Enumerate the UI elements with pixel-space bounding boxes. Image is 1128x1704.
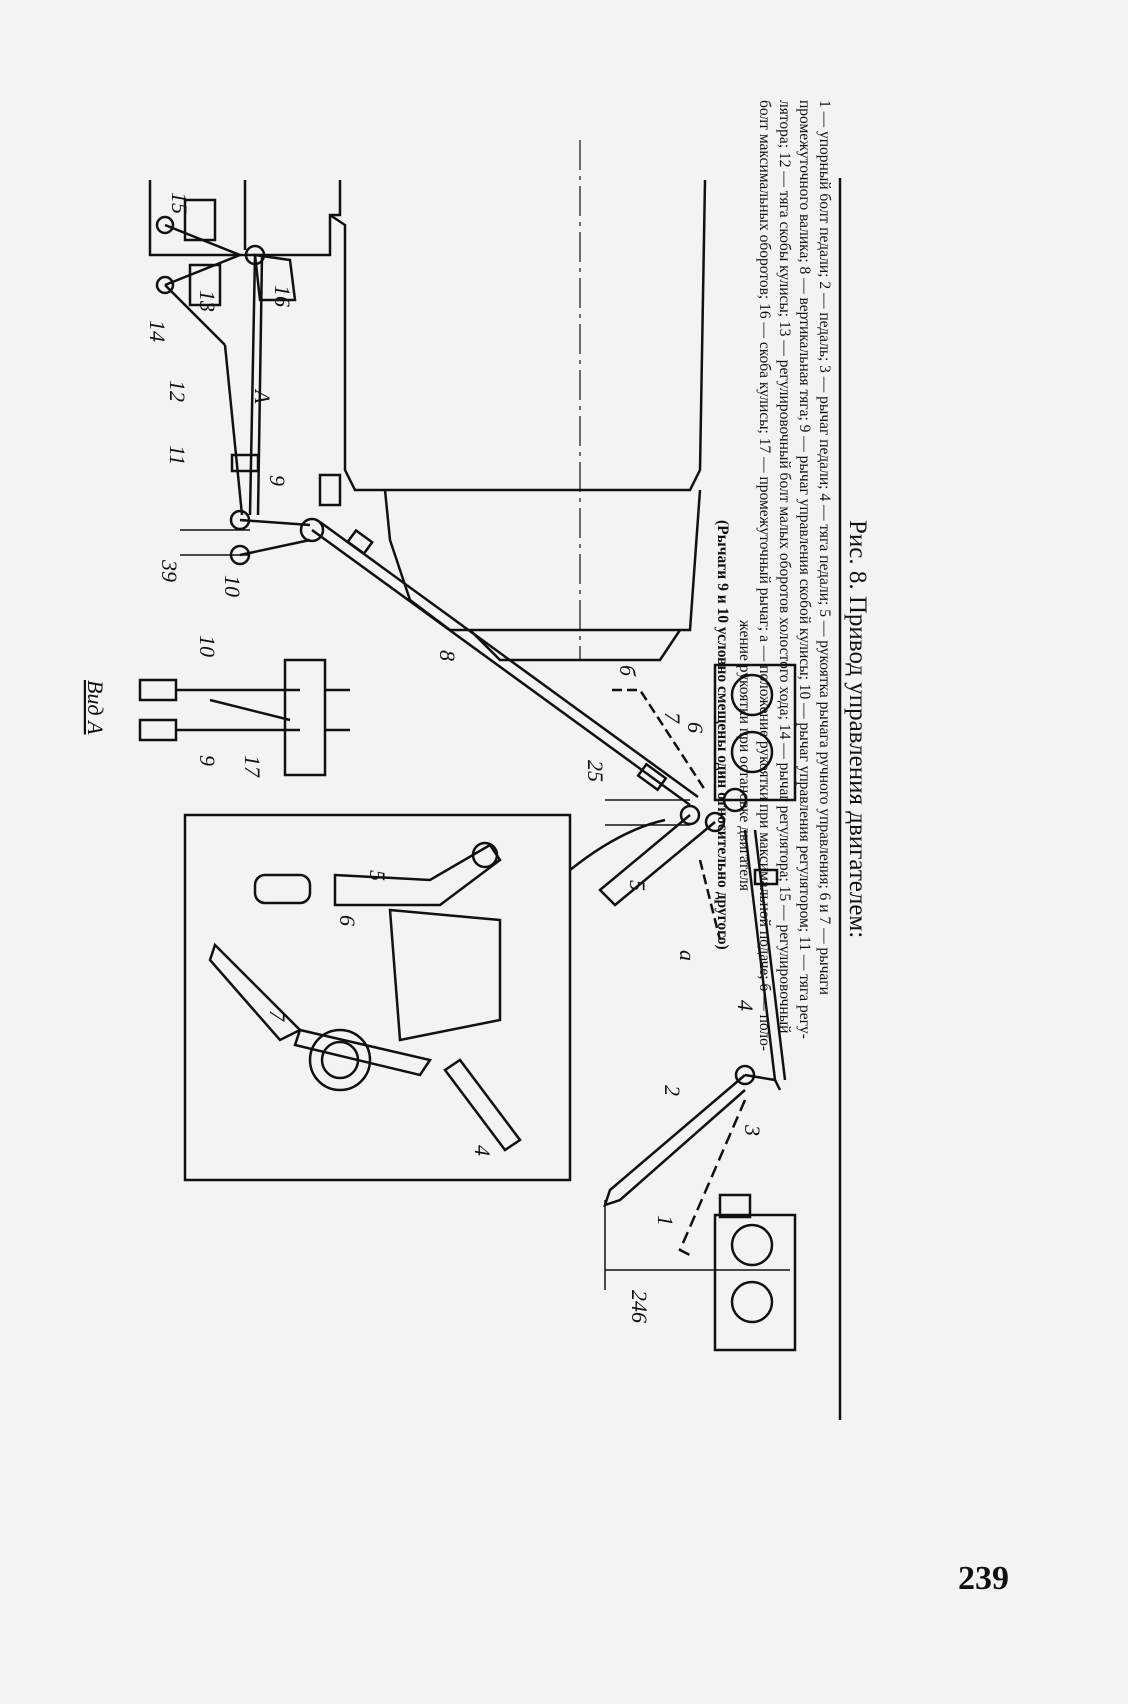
label-view-10: 10 — [195, 635, 220, 657]
pedal-lever-3 — [744, 1073, 782, 1091]
rod-4-coupling — [753, 868, 779, 886]
label-a: а — [675, 950, 700, 961]
detail-shaft-spring — [308, 1028, 372, 1092]
label-view-9: 9 — [195, 755, 220, 766]
label-1: 1 — [653, 1215, 678, 1226]
frame-member-left — [713, 1213, 797, 1352]
legend-line-2: промежуточного валика; 8 — вертикальная … — [796, 100, 813, 1039]
bracket-16 — [253, 253, 297, 302]
label-3: 3 — [740, 1124, 765, 1136]
legend-line-5: жение рукоятки при остановке двигателя — [736, 619, 753, 891]
detail-label-5: 5 — [365, 870, 390, 881]
frame-hole-1 — [730, 673, 774, 717]
label-4: 4 — [733, 1000, 758, 1011]
figure-note: (Рычаги 9 и 10 условно смещены один отно… — [714, 520, 731, 950]
rod-11 — [248, 254, 257, 516]
label-12: 12 — [165, 380, 190, 402]
detail-handle-5-end — [253, 873, 312, 905]
label-8: 8 — [435, 650, 460, 661]
detail-handle-5 — [333, 843, 502, 907]
pivot-14-bottom — [155, 275, 175, 295]
rod-12 — [223, 344, 244, 516]
direction-label-a: А — [250, 388, 275, 404]
perspective-detail — [183, 813, 666, 1182]
part-labels: 15 14 13 16 12 11 А 9 10 39 8 Вид А 10 9… — [83, 192, 765, 1323]
label-13: 13 — [195, 290, 220, 312]
frame-hole-4 — [730, 1280, 774, 1324]
vertical-rod-8-edge — [319, 520, 699, 799]
figure-caption: Рис. 8. Привод управления двигателем: — [844, 520, 871, 938]
legend-line-4: болт максимальных оборотов; 16 — скоба к… — [756, 100, 773, 1051]
label-14: 14 — [145, 320, 170, 342]
legend-line-1: 1 — упорный болт педали; 2 — педаль; 3 —… — [816, 100, 833, 995]
page-number: 239 — [958, 1560, 1009, 1597]
vertical-rod-8 — [311, 528, 691, 807]
label-6: 6 — [683, 722, 708, 733]
dim-label-25: 25 — [583, 760, 608, 782]
pedal-rod-4-edge — [753, 829, 787, 1081]
spring-unit — [318, 473, 342, 507]
detail-label-7: 7 — [265, 1010, 290, 1022]
detail-handle-5-eye — [471, 841, 499, 869]
pivot-rod-8-top — [299, 517, 325, 543]
lever-9 — [239, 518, 311, 527]
label-16: 16 — [270, 285, 295, 307]
label-view-17: 17 — [240, 755, 265, 778]
engine-sump-lower — [469, 629, 682, 662]
label-2: 2 — [660, 1085, 685, 1096]
handle-position-a — [698, 859, 722, 941]
detail-label-4: 4 — [470, 1145, 495, 1156]
detail-leader-arrow — [569, 818, 666, 871]
figure-title: Рис. 8. Привод управления двигателем: — [844, 520, 871, 938]
lever-10 — [239, 538, 311, 557]
lever-14-arm-2 — [164, 253, 241, 287]
frame-hole-3 — [730, 1223, 774, 1267]
pedal-2-alt-position — [678, 1099, 747, 1257]
label-5: 5 — [625, 880, 650, 891]
view-a-label: Вид А — [83, 680, 108, 735]
label-15: 15 — [167, 192, 192, 214]
detail-lever-7 — [293, 1028, 433, 1077]
engine-block-outline — [243, 179, 707, 492]
view-a-shaft — [283, 658, 327, 777]
detail-label-6: 6 — [335, 915, 360, 926]
detail-rod-8 — [208, 942, 303, 1042]
view-a-lever-17 — [209, 698, 291, 722]
rod-8-coupling-top — [346, 528, 374, 556]
label-b: б — [615, 665, 640, 677]
dim-label-39: 39 — [157, 559, 182, 582]
rod-11-coupling — [230, 453, 260, 473]
handle-5 — [598, 814, 716, 907]
mechanism-drawing — [148, 140, 842, 1420]
label-10: 10 — [220, 575, 245, 597]
frame-hole-2 — [730, 730, 774, 774]
stop-bolt-1 — [718, 1193, 752, 1219]
view-a-inset — [138, 658, 350, 777]
rod-12-upper — [164, 284, 226, 346]
frame-member-right — [713, 663, 797, 802]
detail-rod-4 — [443, 1058, 522, 1152]
detail-bracket — [388, 908, 502, 1042]
label-9: 9 — [265, 475, 290, 486]
bolt-15 — [183, 198, 217, 242]
detail-frame — [183, 813, 572, 1182]
label-11: 11 — [165, 445, 190, 465]
view-a-bolt-2 — [138, 718, 178, 742]
regulator-housing — [148, 180, 342, 257]
label-7: 7 — [660, 712, 685, 724]
lever-7-pivot — [679, 804, 701, 826]
pedal-lever-pivot — [734, 1064, 756, 1086]
lever-6-pivot — [704, 811, 726, 833]
bolt-13 — [188, 263, 222, 307]
pivot-14-top — [155, 215, 175, 235]
rod-8-coupling-bottom — [636, 762, 668, 792]
legend-line-3: лятора; 12 — тяга скобы кулисы; 13 — рег… — [776, 100, 793, 1033]
figure-legend: 1 — упорный болт педали; 2 — педаль; 3 —… — [714, 100, 833, 1051]
view-a-bolt-1 — [138, 678, 178, 702]
engine-sump — [383, 489, 702, 632]
dim-label-246: 246 — [627, 1290, 652, 1323]
pedal-rod-4 — [743, 829, 777, 1081]
handle-position-b — [612, 688, 707, 791]
